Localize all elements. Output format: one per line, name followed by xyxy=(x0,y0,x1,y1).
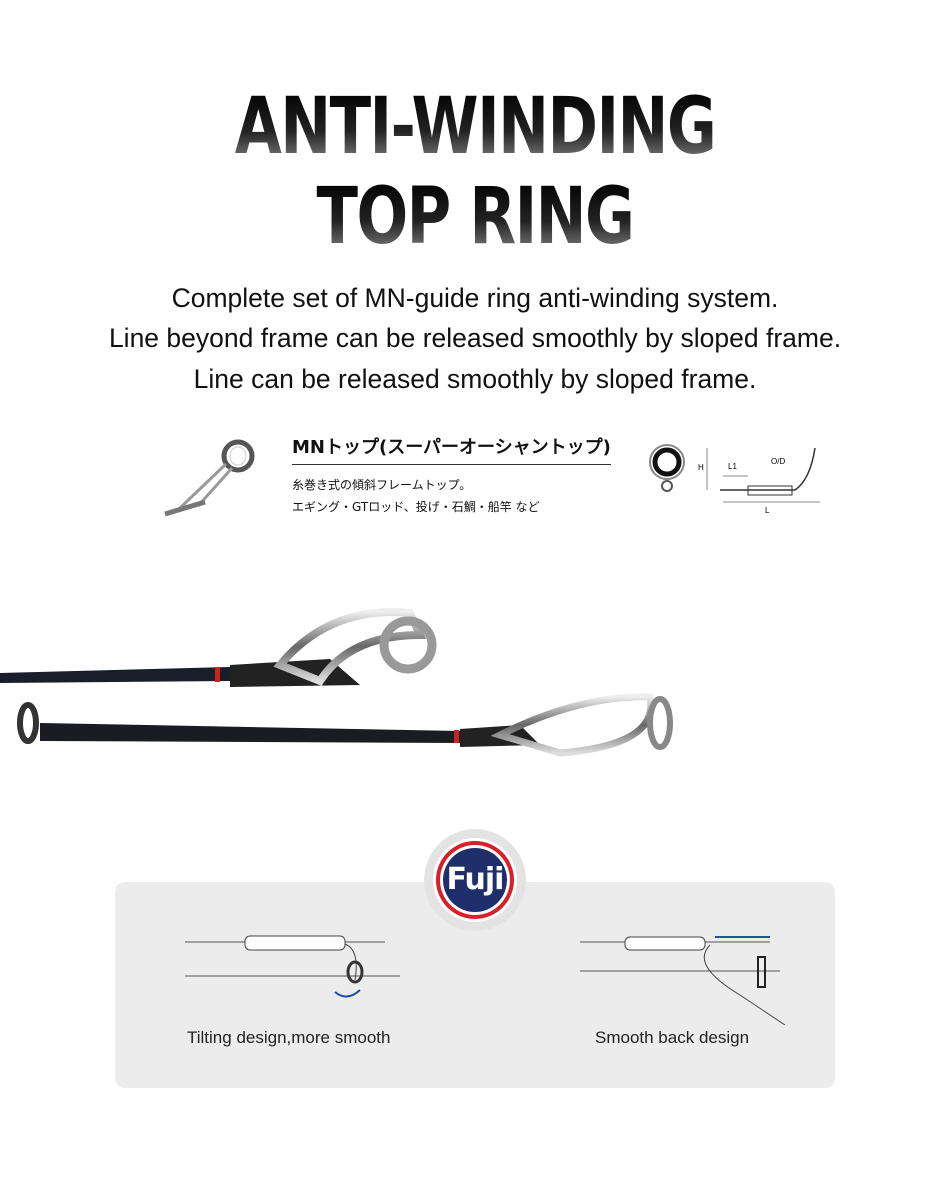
spec-name: MNトップ(スーパーオーシャントップ) xyxy=(292,436,611,465)
feature-caption-tilting: Tilting design,more smooth xyxy=(187,1028,391,1047)
dimension-diagram: H L1 O/D L xyxy=(649,444,820,515)
description-line-2: Line beyond frame can be released smooth… xyxy=(108,323,842,353)
description-line-3: Line can be released smoothly by sloped … xyxy=(193,364,757,394)
title-line-2: TOP RING xyxy=(105,178,846,256)
rod-tips-image xyxy=(0,608,673,757)
spec-line-1: 糸巻き式の傾斜フレームトップ。 xyxy=(292,478,472,492)
description-line-1: Complete set of MN-guide ring anti-windi… xyxy=(171,283,779,313)
fuji-logo-text: Fuji xyxy=(446,862,505,897)
title-line-1: ANTI-WINDING xyxy=(105,88,846,166)
svg-text:H: H xyxy=(698,463,704,472)
svg-text:O/D: O/D xyxy=(771,457,785,466)
tilting-design-diagram xyxy=(185,935,400,998)
smooth-back-diagram xyxy=(580,936,786,1025)
fuji-logo-badge xyxy=(424,829,526,931)
svg-text:L: L xyxy=(765,506,770,515)
guide-ring-image xyxy=(164,439,255,517)
feature-caption-smooth-back: Smooth back design xyxy=(595,1028,750,1047)
svg-text:L1: L1 xyxy=(728,462,737,471)
spec-line-2: エギング・GTロッド、投げ・石鯛・船竿 など xyxy=(292,500,540,514)
